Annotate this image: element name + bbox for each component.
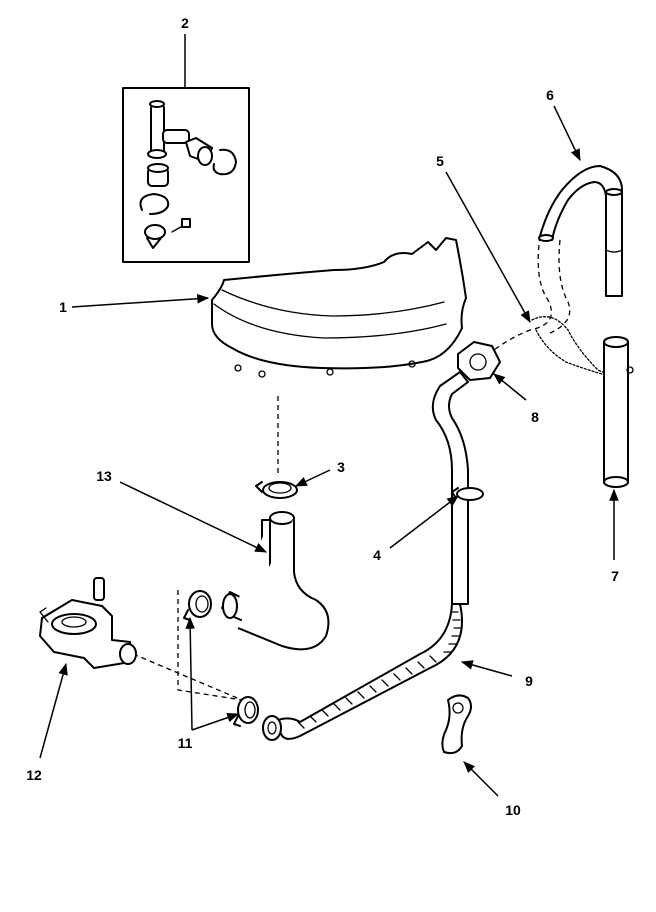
part-nut-8 <box>457 341 501 381</box>
leader-5 <box>445 171 531 324</box>
callout-1: 1 <box>59 299 67 315</box>
part-gooseneck-6 <box>538 165 623 297</box>
part-standpipe-7 <box>603 336 634 488</box>
leader-12 <box>39 662 68 759</box>
callout-2: 2 <box>181 15 189 31</box>
leader-13 <box>119 481 268 553</box>
leader-11a <box>185 616 195 731</box>
callout-12: 12 <box>26 767 42 783</box>
callout-5: 5 <box>436 153 444 169</box>
part-pump-12 <box>39 577 137 669</box>
assembly-lines <box>99 340 613 701</box>
part-clip-10 <box>441 694 472 755</box>
callout-13: 13 <box>96 468 112 484</box>
callout-3: 3 <box>337 459 345 475</box>
callout-labels: 2 1 3 13 4 5 6 7 8 9 10 11 12 <box>26 15 619 818</box>
leader-1 <box>71 293 210 308</box>
callout-8: 8 <box>531 409 539 425</box>
leader-10 <box>463 761 499 797</box>
leader-4 <box>389 495 459 549</box>
leader-6 <box>553 105 581 162</box>
leader-11b <box>191 713 240 731</box>
callout-6: 6 <box>546 87 554 103</box>
leader-3 <box>294 469 331 487</box>
part-clamps-11 <box>183 590 259 727</box>
callout-7: 7 <box>611 568 619 584</box>
leader-8 <box>493 373 527 401</box>
part-clamp-3 <box>255 481 298 499</box>
part-drain-hose-upper <box>431 371 469 605</box>
leader-9 <box>460 660 513 677</box>
callout-10: 10 <box>505 802 521 818</box>
leader-lines <box>39 34 619 797</box>
callout-11: 11 <box>178 735 193 751</box>
part-kit-box <box>122 87 250 263</box>
part-hose-13 <box>221 511 330 651</box>
part-corrugated-hose-9 <box>262 603 463 741</box>
part-tub <box>211 237 467 378</box>
part-clamp-4 <box>451 487 484 501</box>
callout-4: 4 <box>373 547 381 563</box>
callout-9: 9 <box>525 673 533 689</box>
